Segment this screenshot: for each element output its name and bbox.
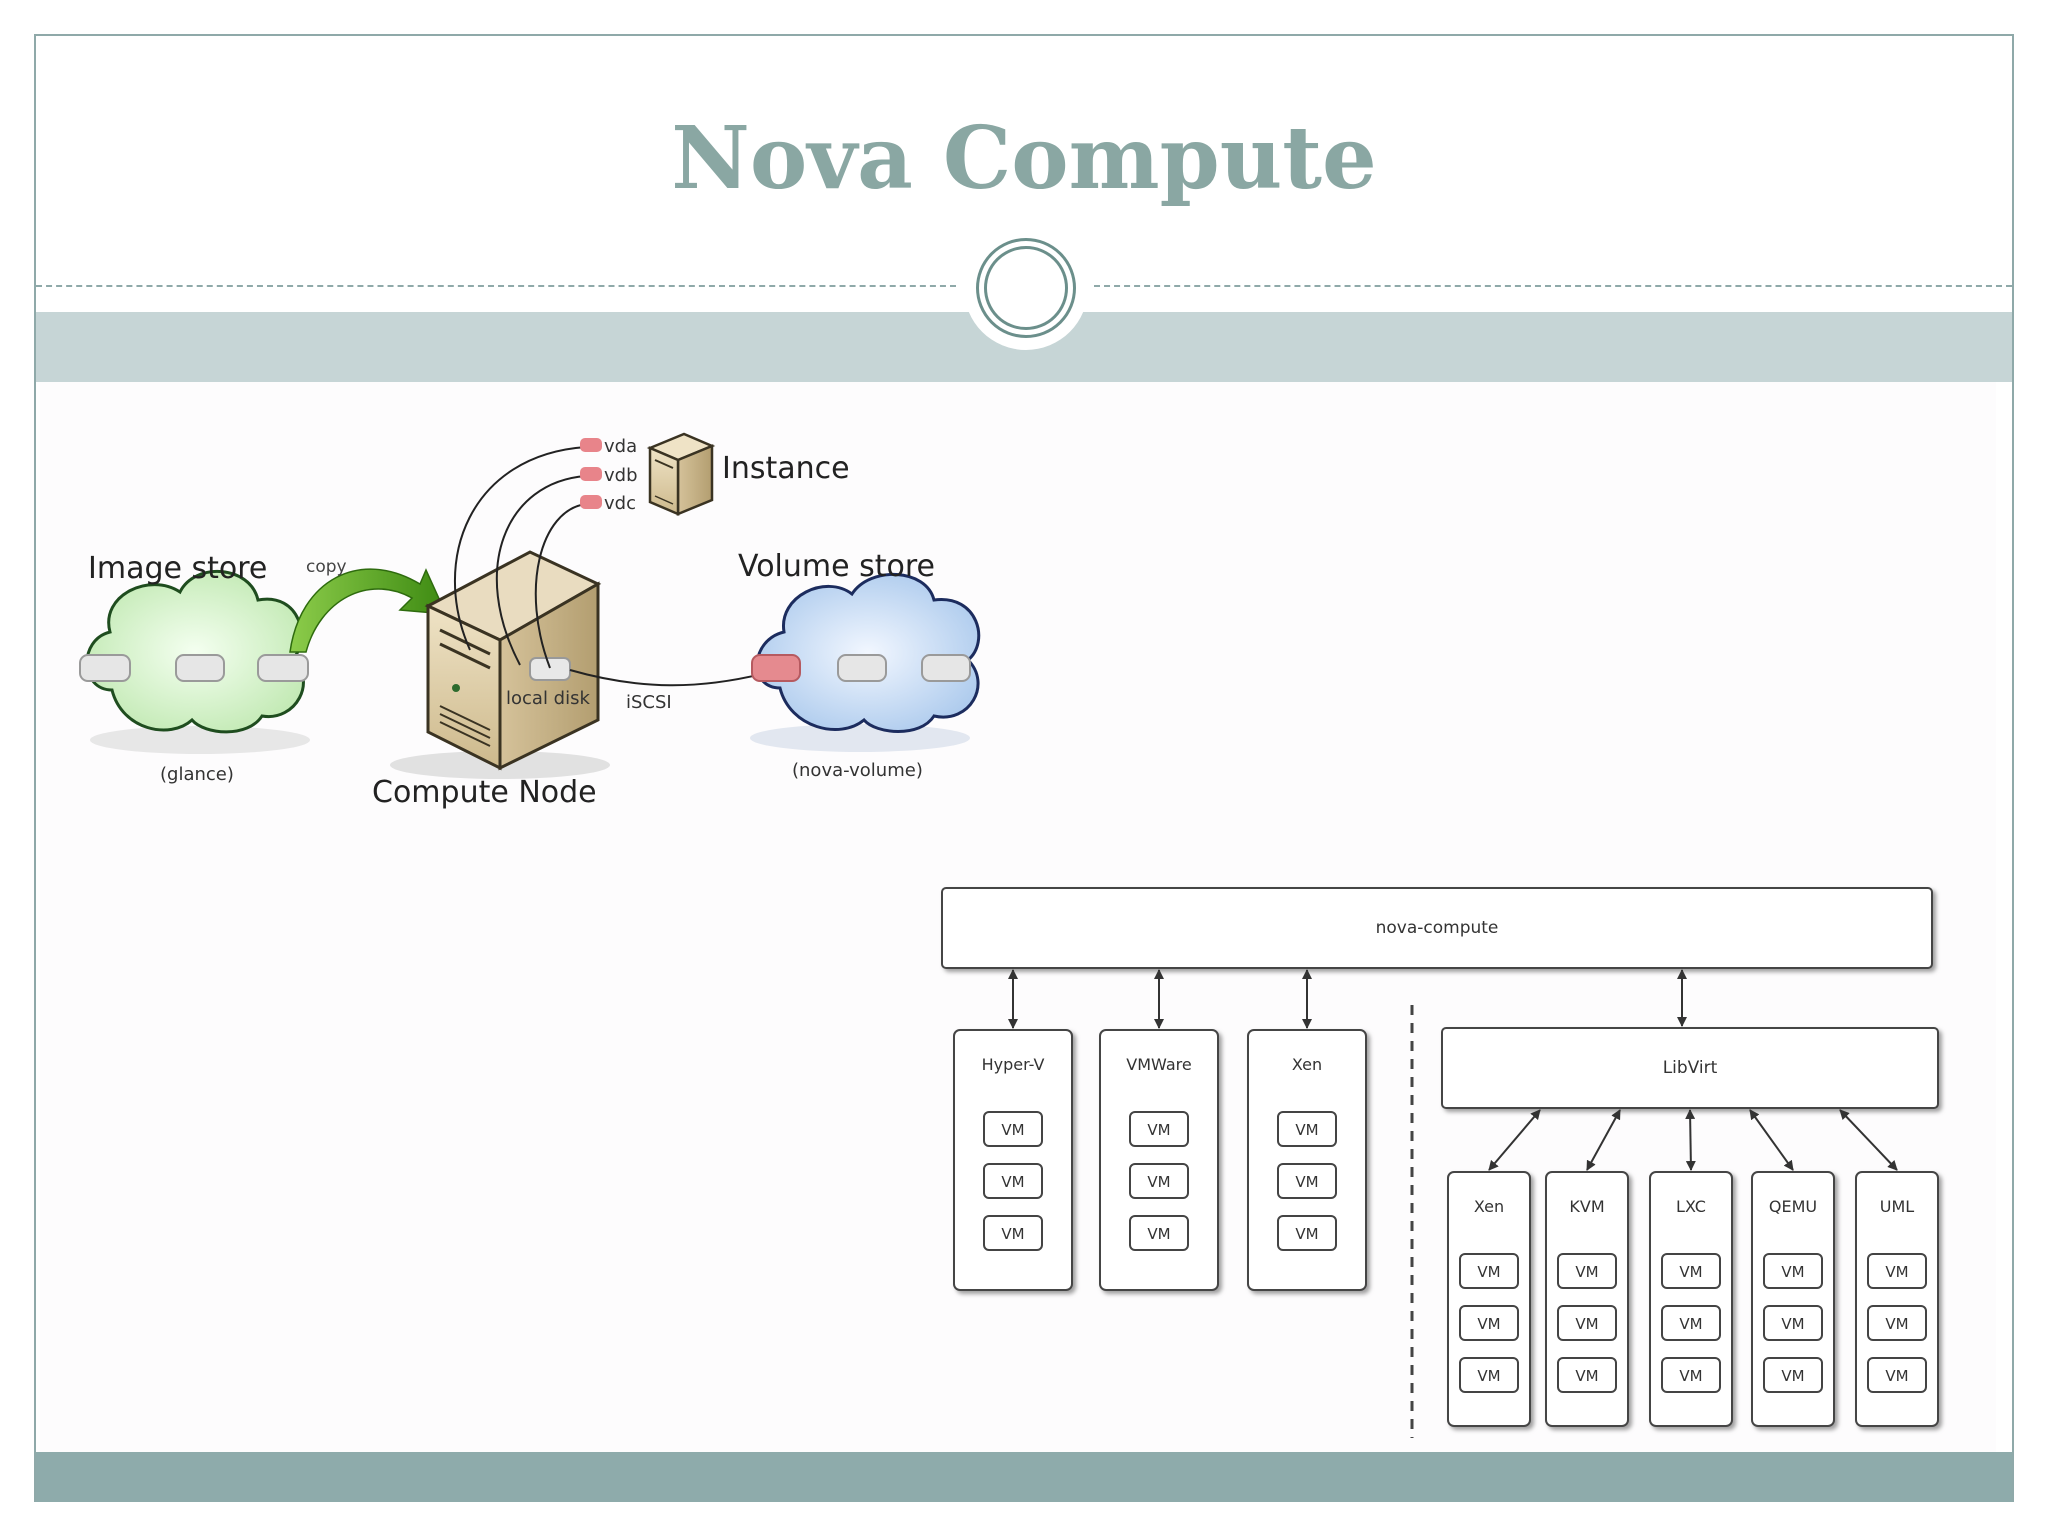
image-store-disks — [79, 654, 309, 682]
libvirt-qemu-label: QEMU — [1769, 1197, 1817, 1216]
vm-label: VM — [1477, 1367, 1500, 1385]
vm-label: VM — [1295, 1225, 1318, 1243]
vm-label: VM — [1001, 1173, 1024, 1191]
vm-box — [1459, 1357, 1519, 1393]
vm-label: VM — [1679, 1367, 1702, 1385]
vm-label: VM — [1295, 1173, 1318, 1191]
instance-label: Instance — [722, 451, 850, 486]
vm-box — [1867, 1305, 1927, 1341]
vm-box — [983, 1215, 1043, 1251]
vm-label: VM — [1885, 1263, 1908, 1281]
compute-node-server — [390, 550, 610, 779]
disk-connection-curves — [453, 446, 587, 669]
copy-arrow — [289, 568, 448, 653]
vm-label: VM — [1679, 1263, 1702, 1281]
vm-box — [1129, 1111, 1189, 1147]
vm-label: VM — [1781, 1367, 1804, 1385]
vm-box — [1763, 1305, 1823, 1341]
slide-title: Nova Compute — [671, 108, 1377, 209]
vm-label: VM — [1781, 1315, 1804, 1333]
vm-label: VM — [1477, 1263, 1500, 1281]
vm-box — [1867, 1253, 1927, 1289]
vm-box — [1661, 1357, 1721, 1393]
vm-label: VM — [1885, 1367, 1908, 1385]
vm-box — [1277, 1215, 1337, 1251]
disk-vda-label: vda — [604, 436, 637, 457]
disk-vdb-label: vdb — [604, 465, 638, 486]
vm-label: VM — [1575, 1315, 1598, 1333]
title-divider-right — [1094, 285, 2012, 287]
volume-store-disks — [751, 654, 971, 682]
vm-label: VM — [1001, 1225, 1024, 1243]
glance-label: (glance) — [160, 764, 234, 785]
connector-arrow — [1586, 1109, 1621, 1171]
libvirt-xen-label: Xen — [1474, 1197, 1504, 1216]
libvirt-lxc-label: LXC — [1676, 1197, 1706, 1216]
vm-box — [1459, 1253, 1519, 1289]
nova-compute-label: nova-compute — [1376, 918, 1499, 938]
iscsi-connection — [569, 669, 771, 687]
vm-label: VM — [1001, 1121, 1024, 1139]
vm-box — [1459, 1305, 1519, 1341]
vm-label: VM — [1781, 1263, 1804, 1281]
image-store-cloud — [85, 570, 310, 754]
nova-compute-box — [941, 887, 1933, 969]
vm-box — [1129, 1215, 1189, 1251]
vm-box — [1557, 1305, 1617, 1341]
disk-vdc-label: vdc — [604, 493, 636, 514]
vm-box — [1557, 1253, 1617, 1289]
copy-label: copy — [306, 557, 347, 577]
ornament-ring-inner — [984, 246, 1068, 330]
vm-label: VM — [1477, 1315, 1500, 1333]
connector-arrow — [1488, 1109, 1541, 1171]
vm-box — [1129, 1163, 1189, 1199]
vm-label: VM — [1575, 1367, 1598, 1385]
connector-arrow — [1749, 1109, 1794, 1171]
vm-box — [1661, 1305, 1721, 1341]
ornament-ring-outer — [976, 238, 1076, 338]
vm-box — [1277, 1111, 1337, 1147]
vm-box — [1763, 1357, 1823, 1393]
vm-label: VM — [1575, 1263, 1598, 1281]
iscsi-label: iSCSI — [626, 692, 672, 713]
vm-box — [1557, 1357, 1617, 1393]
vm-box — [1277, 1163, 1337, 1199]
hypervisor-vmware-label: VMWare — [1126, 1055, 1191, 1074]
image-store-label: Image store — [88, 551, 267, 586]
connector-arrow — [1839, 1109, 1898, 1171]
vm-label: VM — [1679, 1315, 1702, 1333]
vm-box — [1867, 1357, 1927, 1393]
connector-arrow — [1685, 1109, 1696, 1171]
local-disk-label: local disk — [506, 688, 590, 709]
title-divider-left — [36, 285, 956, 287]
vm-label: VM — [1147, 1225, 1170, 1243]
hypervisor-hyper-v-label: Hyper-V — [982, 1055, 1045, 1074]
instance-disks — [580, 438, 602, 509]
libvirt-box — [1441, 1027, 1939, 1109]
vm-label: VM — [1885, 1315, 1908, 1333]
volume-store-label: Volume store — [738, 549, 935, 584]
libvirt-kvm-label: KVM — [1569, 1197, 1604, 1216]
vm-label: VM — [1147, 1121, 1170, 1139]
hypervisor-xen-label: Xen — [1292, 1055, 1322, 1074]
libvirt-label: LibVirt — [1663, 1058, 1718, 1078]
vm-label: VM — [1295, 1121, 1318, 1139]
instance-server-icon — [646, 432, 716, 516]
libvirt-uml-label: UML — [1880, 1197, 1915, 1216]
vm-box — [1763, 1253, 1823, 1289]
vm-box — [983, 1163, 1043, 1199]
vm-box — [1661, 1253, 1721, 1289]
nova-volume-label: (nova-volume) — [792, 760, 923, 781]
vm-box — [983, 1111, 1043, 1147]
footer-band — [36, 1452, 2012, 1502]
volume-store-cloud — [750, 573, 981, 752]
compute-node-label: Compute Node — [372, 775, 597, 810]
vm-label: VM — [1147, 1173, 1170, 1191]
